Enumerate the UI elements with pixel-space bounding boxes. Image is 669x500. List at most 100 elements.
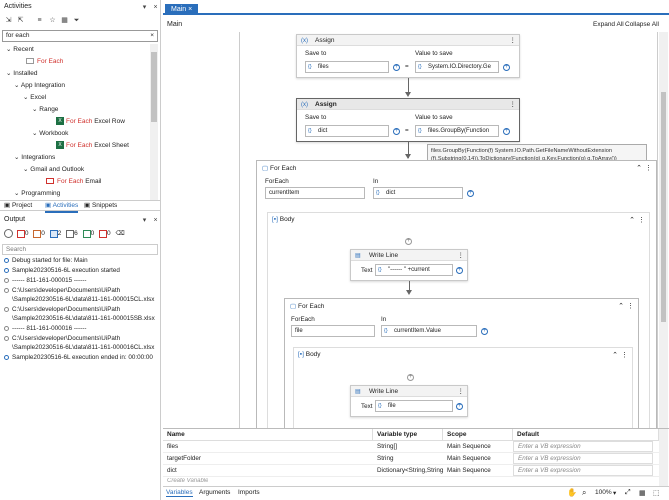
dropdown-icon[interactable]: ▾: [142, 4, 147, 11]
workflow-canvas[interactable]: (x)Assign⋮ Save to Value to save {}files…: [163, 32, 659, 428]
tab-imports[interactable]: Imports: [238, 489, 260, 496]
tree-programming[interactable]: ⌄ Programming: [14, 190, 61, 197]
value-field[interactable]: {}files.GroupBy(Function: [415, 125, 499, 137]
warning-filter[interactable]: 0: [33, 229, 45, 238]
star-icon[interactable]: ☆: [49, 17, 56, 24]
collapse-icon[interactable]: ⌃: [618, 303, 624, 310]
tree-excel[interactable]: ⌄ Excel: [23, 94, 47, 101]
column-header-type[interactable]: Variable type: [373, 429, 443, 440]
collapse-icon[interactable]: ⌃: [612, 352, 618, 359]
close-icon[interactable]: ×: [153, 217, 158, 224]
write-line-activity-2[interactable]: ▤Write Line⋮ Text {}file +: [350, 385, 468, 417]
plus-icon[interactable]: +: [393, 64, 400, 71]
text-field[interactable]: {}file: [375, 400, 453, 412]
plus-icon[interactable]: +: [456, 267, 463, 274]
success-filter[interactable]: 0: [82, 229, 94, 238]
canvas-scrollbar[interactable]: [659, 32, 668, 428]
column-header-scope[interactable]: Scope: [443, 429, 513, 440]
activities-search-input[interactable]: for each ×: [2, 30, 158, 42]
save-to-field[interactable]: {}dict: [305, 125, 389, 137]
zoom-level[interactable]: 100%: [595, 489, 612, 496]
dropdown-icon[interactable]: ▾: [142, 217, 147, 224]
tree-scrollbar[interactable]: [150, 44, 158, 200]
info-filter[interactable]: 2: [49, 229, 61, 238]
tree-workbook[interactable]: ⌄ Workbook: [32, 130, 69, 137]
foreach-in-field[interactable]: {}dict: [373, 187, 463, 199]
collapse-all-link[interactable]: Collapse All: [625, 21, 659, 28]
overview-icon[interactable]: ▦: [639, 490, 646, 497]
body-sequence[interactable]: [▪] Body ⌃ ⋮ + ▤Write Line⋮ Text {}"----…: [267, 212, 650, 428]
more-icon[interactable]: ⋮: [457, 388, 465, 395]
tree-integrations[interactable]: ⌄ Integrations: [14, 154, 56, 161]
tab-snippets[interactable]: ▣ Snippets: [84, 202, 118, 209]
tree-recent[interactable]: ⌄ Recent: [6, 46, 34, 53]
more-icon[interactable]: ⋮: [621, 352, 628, 359]
plus-icon[interactable]: +: [467, 190, 474, 197]
collapse-icon[interactable]: ⇱: [17, 17, 24, 24]
filter-icon[interactable]: ⏷: [73, 17, 80, 24]
pan-hand-icon[interactable]: ✋: [567, 488, 577, 497]
collapse-icon[interactable]: ⌃: [629, 217, 635, 224]
default-field[interactable]: Enter a VB expression: [513, 441, 653, 452]
value-field[interactable]: {}System.IO.Directory.Ge: [415, 61, 499, 73]
expand-view-icon[interactable]: ⬚: [653, 490, 660, 497]
variables-scrollbar[interactable]: [659, 429, 668, 487]
column-header-name[interactable]: Name: [163, 429, 373, 440]
for-each-activity-outer[interactable]: ▢ For Each ⌃ ⋮ ForEach In currentItem {}…: [256, 160, 657, 428]
sort-icon[interactable]: ≡: [37, 17, 42, 24]
column-header-default[interactable]: Default: [513, 429, 659, 440]
zoom-dropdown-icon[interactable]: ▾: [613, 490, 617, 497]
tab-main[interactable]: Main ×: [165, 4, 199, 15]
plus-icon[interactable]: +: [481, 328, 488, 335]
foreach-in-field[interactable]: {}currentItem.Value: [381, 325, 477, 337]
tab-variables[interactable]: Variables: [166, 489, 193, 497]
tree-range[interactable]: ⌄ Range: [32, 106, 59, 113]
clear-search-icon[interactable]: ×: [150, 32, 154, 39]
plus-icon[interactable]: +: [456, 403, 463, 410]
tree-item-for-each-recent[interactable]: For Each: [26, 56, 63, 68]
clear-output-icon[interactable]: ⌫: [115, 230, 125, 238]
tab-arguments[interactable]: Arguments: [199, 489, 231, 496]
save-to-field[interactable]: {}files: [305, 61, 389, 73]
tab-activities[interactable]: ▣ Activities: [45, 201, 79, 213]
trace-filter[interactable]: 6: [66, 229, 78, 238]
tab-project[interactable]: ▣ Project: [4, 202, 33, 209]
output-search-input[interactable]: Search: [2, 244, 158, 255]
grid-icon[interactable]: ▦: [61, 17, 68, 24]
default-field[interactable]: Enter a VB expression: [513, 453, 653, 464]
fatal-filter[interactable]: 0: [99, 229, 111, 238]
more-icon[interactable]: ⋮: [457, 252, 465, 259]
add-activity-icon[interactable]: +: [407, 374, 414, 381]
more-icon[interactable]: ⋮: [509, 101, 517, 108]
tree-app-integration[interactable]: ⌄ App Integration: [14, 82, 65, 89]
table-row[interactable]: dict Dictionary<String,String[]> Main Se…: [163, 465, 659, 477]
table-row[interactable]: files String[] Main Sequence Enter a VB …: [163, 441, 659, 453]
close-icon[interactable]: ×: [153, 4, 158, 11]
error-filter[interactable]: 0: [16, 229, 28, 238]
magnifier-icon[interactable]: ⌕: [582, 488, 587, 497]
create-variable-link[interactable]: Create Variable: [167, 478, 209, 484]
more-icon[interactable]: ⋮: [627, 303, 634, 310]
assign-activity-files[interactable]: (x)Assign⋮ Save to Value to save {}files…: [296, 34, 520, 78]
more-icon[interactable]: ⋮: [638, 217, 645, 224]
fit-screen-icon[interactable]: ⤢: [625, 489, 631, 496]
body-sequence-inner[interactable]: [▪] Body ⌃ ⋮ + ▤Write Line⋮ Text {}file …: [293, 347, 633, 428]
expand-all-link[interactable]: Expand All: [593, 21, 624, 28]
foreach-item-field[interactable]: currentItem: [265, 187, 365, 199]
default-field[interactable]: Enter a VB expression: [513, 465, 653, 476]
more-icon[interactable]: ⋮: [645, 165, 652, 172]
plus-icon[interactable]: +: [503, 128, 510, 135]
add-activity-icon[interactable]: +: [405, 238, 412, 245]
collapse-icon[interactable]: ⌃: [636, 165, 642, 172]
text-field[interactable]: {}"------ " +current: [375, 264, 453, 276]
more-icon[interactable]: ⋮: [509, 37, 517, 44]
tree-installed[interactable]: ⌄ Installed: [6, 70, 38, 77]
clock-icon[interactable]: [4, 229, 13, 238]
plus-icon[interactable]: +: [503, 64, 510, 71]
foreach-item-field[interactable]: file: [291, 325, 375, 337]
table-row[interactable]: targetFolder String Main Sequence Enter …: [163, 453, 659, 465]
expand-icon[interactable]: ⇲: [5, 17, 12, 24]
plus-icon[interactable]: +: [393, 128, 400, 135]
